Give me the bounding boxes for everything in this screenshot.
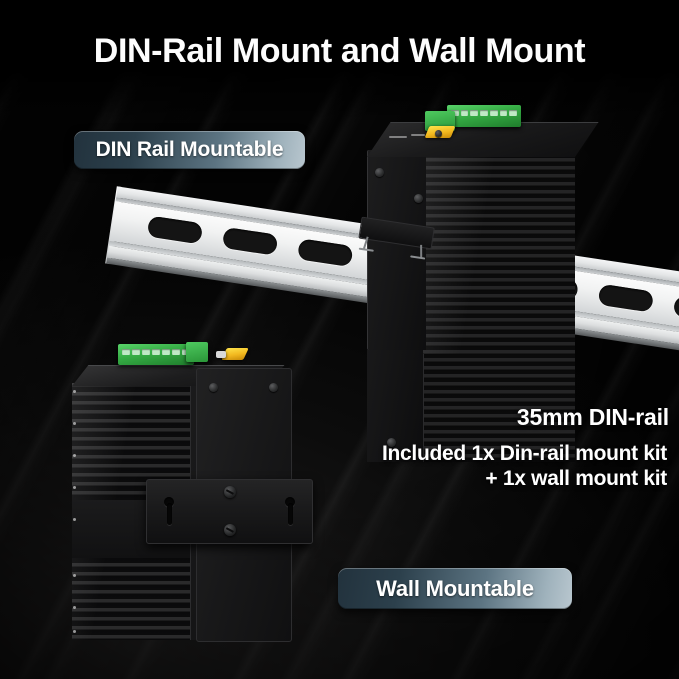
device-fin-sheen [423, 142, 575, 354]
device-edge-dot [73, 606, 76, 609]
keyhole-circle [164, 497, 174, 507]
device-edge-dot [73, 422, 76, 425]
callout-heading: 35mm DIN-rail [516, 404, 669, 430]
terminal-pin [172, 348, 180, 355]
terminal-pin [489, 109, 498, 116]
din-rail-slot [597, 283, 655, 313]
device-label-mark [411, 134, 425, 136]
bracket-screw-top [223, 486, 236, 498]
green-terminal-block [118, 344, 194, 365]
device-edge-dot [73, 518, 76, 521]
terminal-screw-holes [451, 109, 518, 116]
bracket-screw [269, 383, 278, 392]
badge-wall-mountable: Wall Mountable [338, 568, 572, 609]
device-fins [423, 142, 575, 354]
device-screw [435, 130, 442, 137]
wall-mounted-device [60, 340, 340, 640]
bracket-screw-bottom [223, 524, 236, 536]
green-terminal-block [447, 105, 521, 127]
terminal-pin [499, 109, 508, 116]
terminal-pin [132, 348, 140, 355]
green-terminal-block-side [186, 342, 208, 362]
device-edge-dot [73, 486, 76, 489]
page-title: DIN-Rail Mount and Wall Mount [93, 32, 586, 70]
badge-din-rail-mountable: DIN Rail Mountable [74, 131, 305, 169]
terminal-pin [142, 348, 150, 355]
din-rail-slot [672, 295, 679, 324]
device-top-panel [367, 122, 599, 157]
din-rail-slot [221, 226, 279, 256]
device-screw [375, 168, 384, 177]
bracket-keyhole-right [285, 497, 295, 525]
din-rail-slot [296, 238, 354, 268]
device-screw [387, 438, 396, 447]
device-edge-dot [73, 390, 76, 393]
keyhole-circle [285, 497, 295, 507]
callout-line-2: + 1x wall mount kit [485, 467, 667, 490]
device-edge-dot [73, 454, 76, 457]
wall-mount-bracket [146, 479, 313, 544]
bracket-keyhole-left [164, 497, 174, 525]
terminal-pin [460, 109, 469, 116]
connector-ferrule [216, 351, 226, 358]
device-lower-body [367, 350, 575, 462]
terminal-pin [122, 348, 130, 355]
terminal-pin [152, 348, 160, 355]
terminal-pin [162, 348, 170, 355]
din-mounted-device [353, 100, 599, 462]
device-edge-dots [73, 386, 77, 634]
callout-line-1: Included 1x Din-rail mount kit [381, 442, 667, 465]
keyhole-slot [166, 503, 172, 525]
device-label-mark [389, 136, 407, 138]
device-edge-dot [73, 630, 76, 633]
terminal-pin [470, 109, 479, 116]
device-front-heatsink [423, 142, 575, 354]
din-rail-slot [146, 215, 204, 245]
terminal-pin [509, 109, 518, 116]
device-left-panel [367, 150, 426, 350]
terminal-pin [480, 109, 488, 116]
terminal-screw-holes [122, 348, 190, 355]
device-edge-dot [73, 574, 76, 577]
bracket-screw [209, 383, 218, 392]
keyhole-slot [287, 503, 293, 525]
background-top-fade [0, 0, 679, 120]
device-screw [414, 194, 423, 203]
